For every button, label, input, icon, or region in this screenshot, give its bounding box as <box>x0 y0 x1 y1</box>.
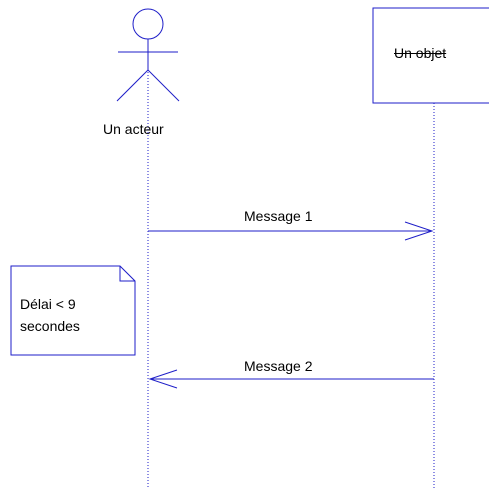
note-shape[interactable] <box>10 265 136 356</box>
object-box[interactable] <box>372 7 489 104</box>
actor-figure[interactable] <box>116 8 180 102</box>
actor-leg-right <box>147 69 180 102</box>
object-label: Un objet <box>394 45 447 61</box>
message-1-arrow[interactable] <box>148 221 434 241</box>
message-1-arrowhead <box>404 221 434 241</box>
message-1-label: Message 1 <box>244 208 313 224</box>
message-2-arrowhead <box>148 369 178 389</box>
note-text-line-1: Délai < 9 <box>20 296 76 312</box>
note-text-line-2: secondes <box>20 318 80 334</box>
message-2-arrow[interactable] <box>148 369 434 389</box>
actor-leg-left <box>116 69 149 102</box>
actor-label: Un acteur <box>103 121 164 137</box>
message-2-label: Message 2 <box>244 358 313 374</box>
actor-head <box>132 8 164 40</box>
note-fold-icon <box>119 266 135 282</box>
note-body <box>10 265 136 356</box>
